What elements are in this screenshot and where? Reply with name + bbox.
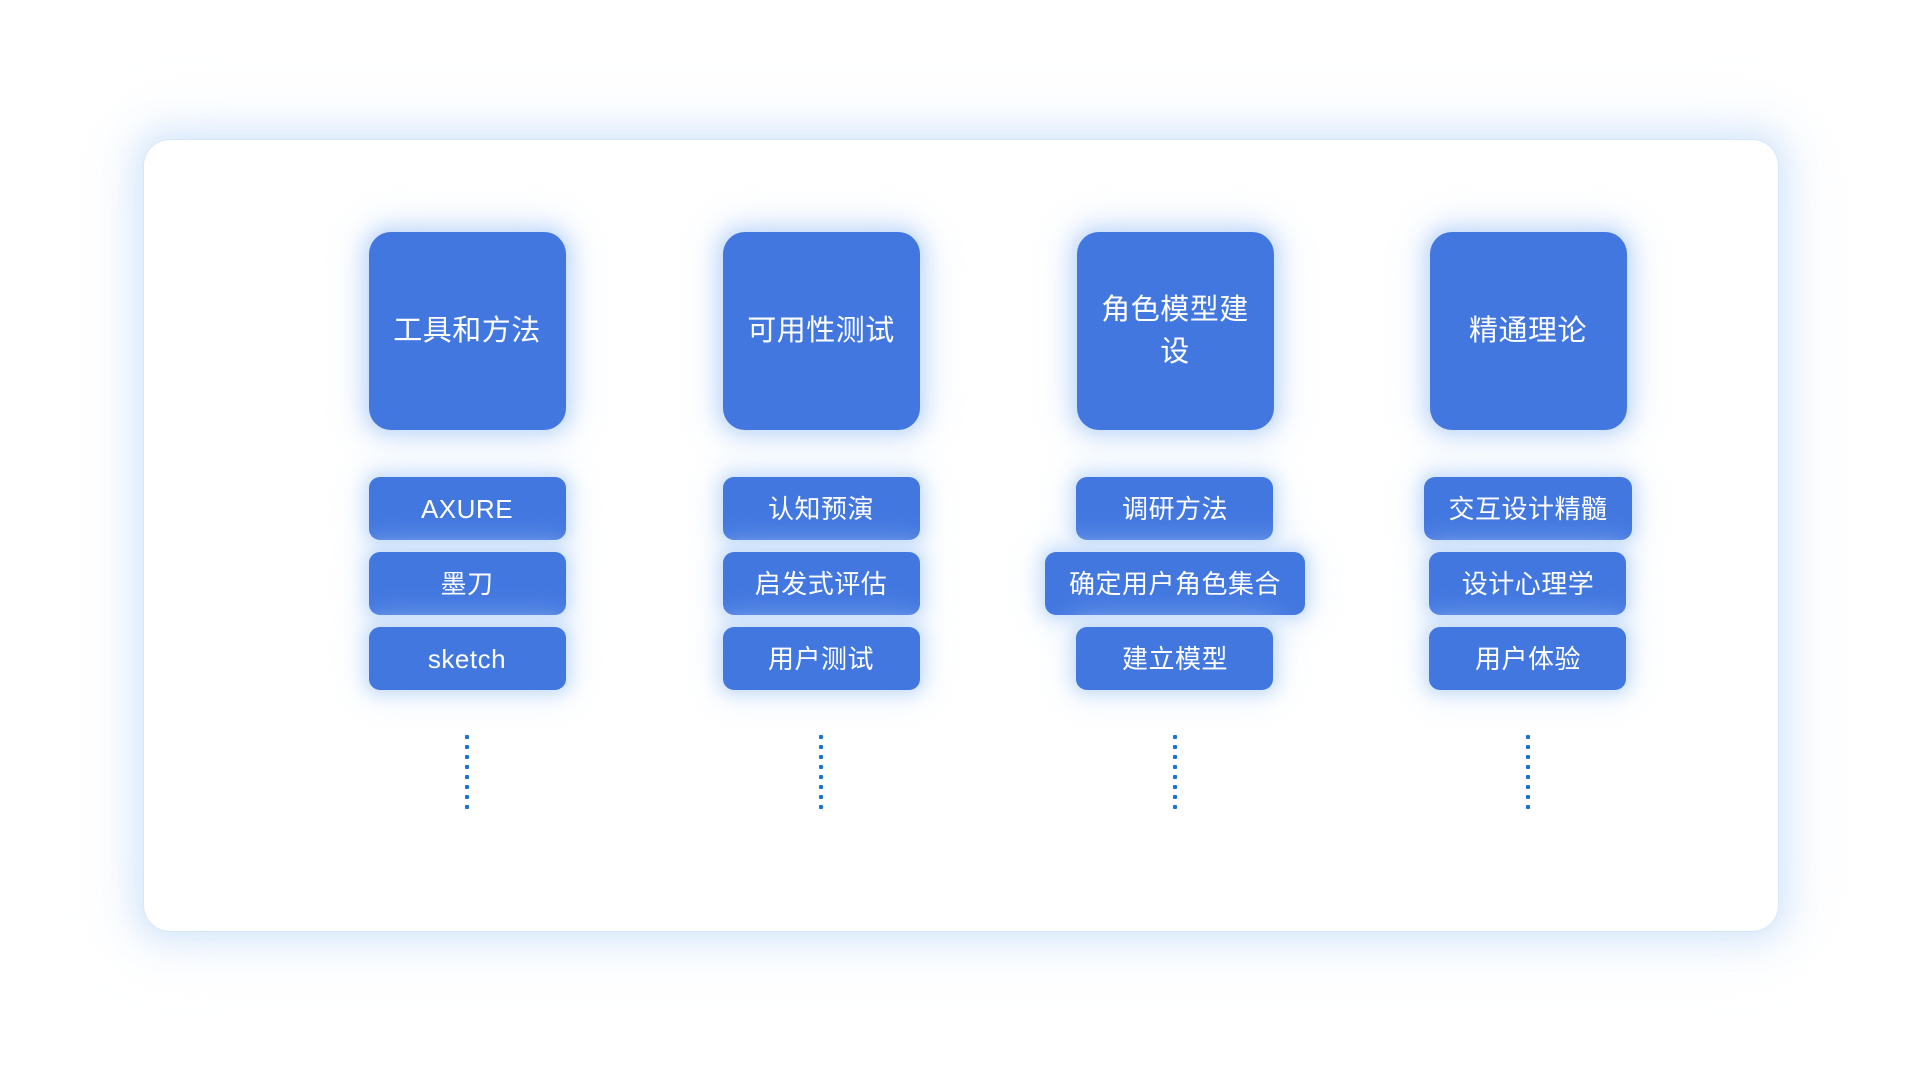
column-persona-modeling: 角色模型建设 调研方法 确定用户角色集合 建立模型 [1010, 232, 1340, 809]
list-item[interactable]: sketch [368, 627, 566, 690]
column-item-list: 认知预演 启发式评估 用户测试 [722, 477, 920, 690]
list-item[interactable]: 确定用户角色集合 [1044, 552, 1305, 615]
column-header-card[interactable]: 角色模型建设 [1076, 232, 1274, 430]
list-item[interactable]: 交互设计精髓 [1424, 477, 1632, 540]
list-item[interactable]: 墨刀 [368, 552, 566, 615]
list-item[interactable]: 启发式评估 [722, 552, 920, 615]
column-header-card[interactable]: 精通理论 [1429, 232, 1627, 430]
list-item[interactable]: 认知预演 [722, 477, 920, 540]
column-item-list: AXURE 墨刀 sketch [368, 477, 566, 690]
list-item[interactable]: 建立模型 [1076, 627, 1274, 690]
list-item[interactable]: 用户体验 [1429, 627, 1627, 690]
list-item[interactable]: 调研方法 [1076, 477, 1274, 540]
column-header-card[interactable]: 可用性测试 [722, 232, 920, 430]
column-item-list: 调研方法 确定用户角色集合 建立模型 [1044, 477, 1305, 690]
column-theory-mastery: 精通理论 交互设计精髓 设计心理学 用户体验 [1363, 232, 1693, 809]
column-item-list: 交互设计精髓 设计心理学 用户体验 [1424, 477, 1632, 690]
columns-container: 工具和方法 AXURE 墨刀 sketch [144, 140, 1778, 931]
content-panel: 工具和方法 AXURE 墨刀 sketch [144, 140, 1778, 931]
list-item[interactable]: AXURE [368, 477, 566, 540]
vertical-ellipsis-icon [465, 735, 469, 809]
vertical-ellipsis-icon [1173, 735, 1177, 809]
list-item[interactable]: 设计心理学 [1429, 552, 1627, 615]
column-header-card[interactable]: 工具和方法 [368, 232, 566, 430]
list-item[interactable]: 用户测试 [722, 627, 920, 690]
column-tools-and-methods: 工具和方法 AXURE 墨刀 sketch [302, 232, 632, 809]
vertical-ellipsis-icon [819, 735, 823, 809]
column-usability-testing: 可用性测试 认知预演 启发式评估 用户测试 [656, 232, 986, 809]
vertical-ellipsis-icon [1526, 735, 1530, 809]
